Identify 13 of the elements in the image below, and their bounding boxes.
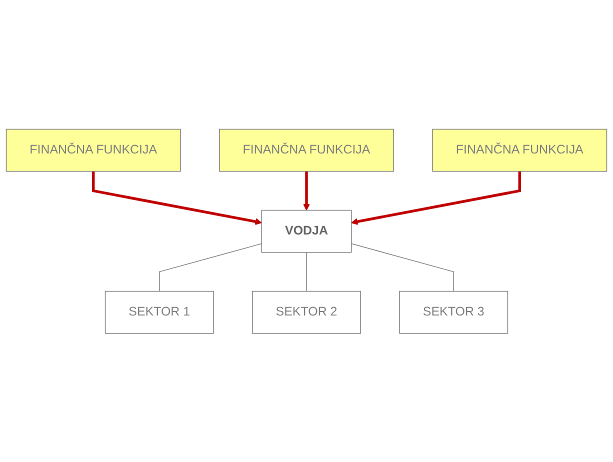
node-box: SEKTOR 1 xyxy=(104,290,214,334)
connector xyxy=(158,242,262,292)
node-box: SEKTOR 2 xyxy=(252,290,361,334)
node-box: FINANČNA FUNKCIJA xyxy=(432,128,608,172)
node-box: VODJA xyxy=(261,210,352,252)
arrow xyxy=(92,171,262,225)
arrow xyxy=(303,171,310,210)
arrow xyxy=(351,171,522,225)
node-box: FINANČNA FUNKCIJA xyxy=(219,128,394,172)
node-box: FINANČNA FUNKCIJA xyxy=(6,128,181,172)
connector xyxy=(350,242,454,292)
connector xyxy=(306,252,307,292)
node-box: SEKTOR 3 xyxy=(399,290,508,334)
